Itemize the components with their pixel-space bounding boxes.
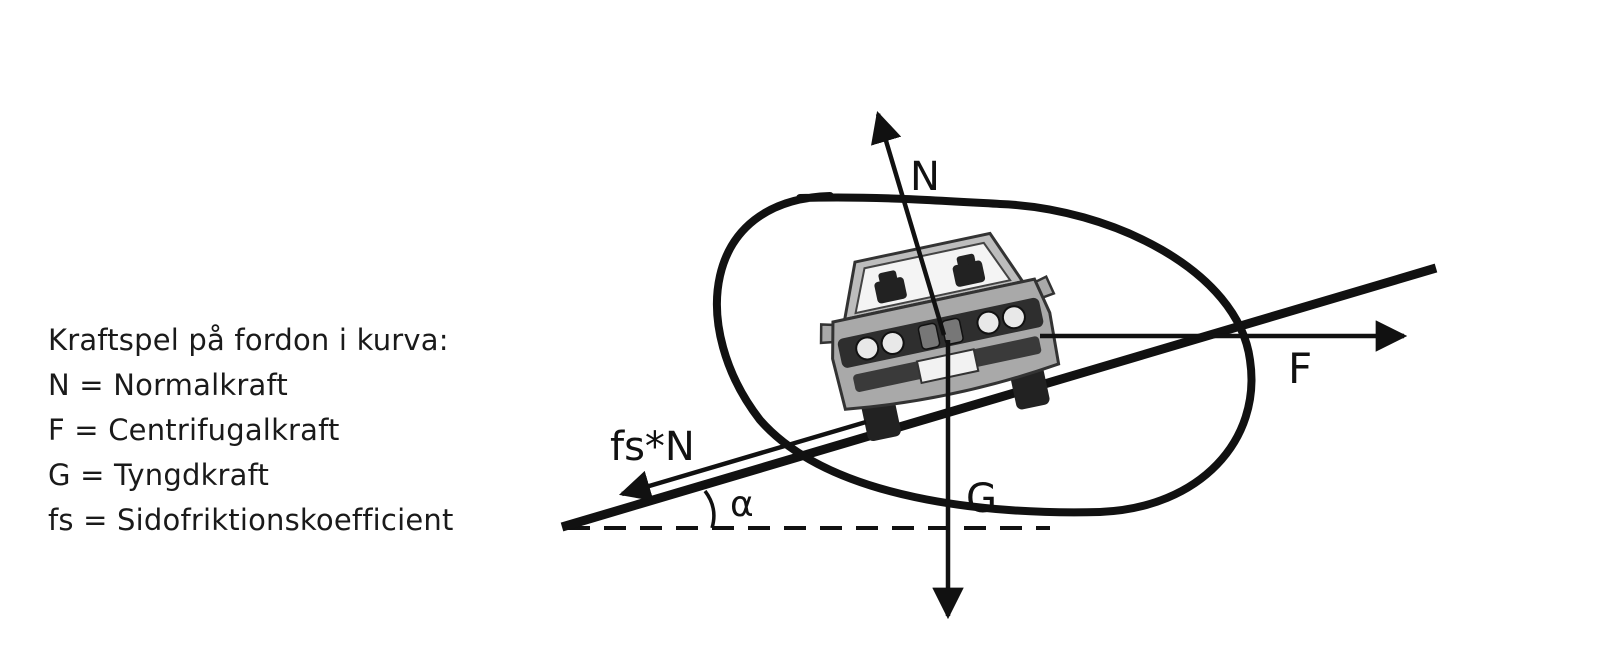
legend-item-friction: fs = Sidofriktionskoefficient: [48, 503, 454, 537]
angle-arc: [703, 489, 716, 529]
gravity-force-label: G: [966, 476, 997, 522]
normal-force-arrow: [871, 110, 947, 336]
centrifugal-force-label: F: [1288, 344, 1312, 393]
angle-label: α: [730, 484, 754, 525]
highlight-ellipse: [712, 192, 1256, 517]
legend-title: Kraftspel på fordon i kurva:: [48, 323, 449, 357]
legend-item-normal: N = Normalkraft: [48, 368, 288, 402]
legend-item-gravity: G = Tyngdkraft: [48, 458, 270, 492]
car-icon: [819, 231, 1061, 442]
legend-item-centrifugal: F = Centrifugalkraft: [48, 413, 340, 447]
banked-road-line: [560, 263, 1438, 532]
friction-force-arrow: [618, 419, 867, 502]
legend: Kraftspel på fordon i kurva: N = Normalk…: [48, 318, 454, 543]
friction-force-label: fs*N: [610, 424, 695, 470]
normal-force-label: N: [910, 154, 940, 200]
